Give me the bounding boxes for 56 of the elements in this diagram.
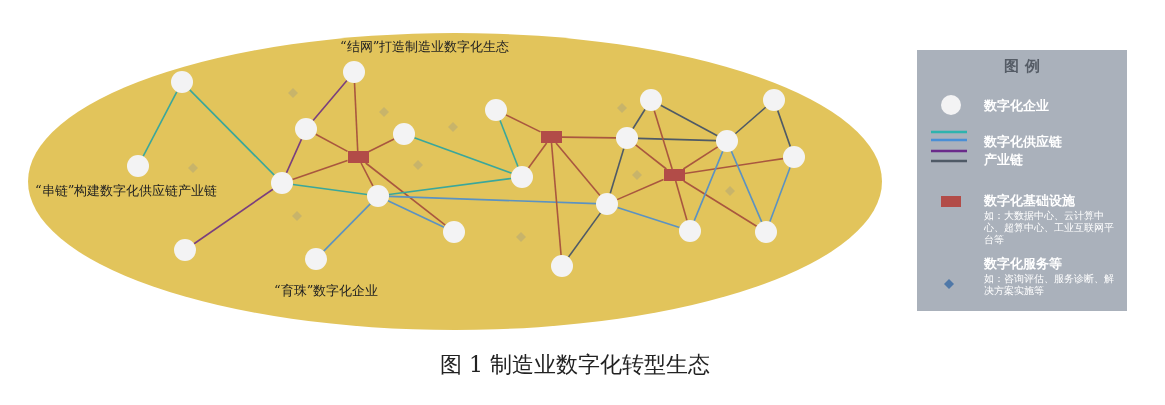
connector-line [776, 109, 792, 148]
connector-line [555, 142, 601, 197]
connector-line [616, 206, 681, 229]
connector-line [734, 106, 767, 135]
connector-line [188, 89, 276, 176]
connector-line [616, 178, 665, 201]
legend-text: 数字化供应链 [984, 133, 1062, 151]
infrastructure-block [540, 131, 562, 143]
connector-line [609, 147, 625, 195]
region-label: “结网”打造制造业数字化生态 [340, 38, 510, 56]
connector-line [314, 133, 349, 153]
infrastructure-block [663, 169, 685, 181]
connector-line [693, 150, 724, 222]
connector-line [682, 180, 758, 227]
connector-line [285, 138, 303, 174]
connector-line [413, 136, 513, 175]
connector-line [769, 166, 791, 223]
legend-text: 产业链 [984, 151, 1023, 169]
legend-text: 数字化企业 [984, 97, 1049, 115]
connector-line [674, 180, 688, 222]
connector-line [387, 199, 445, 229]
connector-line [682, 146, 719, 170]
connector-line [322, 203, 372, 252]
connector-line [360, 162, 374, 187]
connector-line [388, 195, 597, 205]
connector-line [567, 212, 602, 258]
connector-line [634, 144, 668, 170]
connector-line [292, 183, 368, 196]
legend-text: 数字化基础设施 [984, 192, 1075, 210]
connector-line [353, 82, 359, 152]
figure-caption: 图 1 制造业数字化转型生态 [440, 351, 710, 379]
connector-line [364, 162, 447, 227]
connector-line [730, 150, 763, 223]
connector-line [142, 90, 178, 158]
region-label: “串链”构建数字化供应链产业链 [35, 182, 218, 200]
connector-line [683, 157, 784, 175]
connector-line [367, 138, 395, 153]
region-label: “育珠”数字化企业 [274, 282, 379, 300]
connector-line [659, 104, 719, 137]
legend-note: 如：大数据中心、云计算中心、超算中心、工业互联网平台等 [984, 210, 1114, 246]
connector-line [291, 159, 349, 181]
connector-line [312, 79, 348, 122]
connector-line [505, 114, 542, 133]
legend-text: 数字化服务等 [984, 255, 1062, 273]
connector-line [550, 142, 562, 256]
connector-line [632, 108, 646, 130]
connector-line [637, 137, 717, 142]
connector-line [193, 188, 274, 245]
connector-line [388, 177, 512, 196]
connector-line [560, 136, 617, 139]
legend-note: 如：咨询评估、服务诊断、解决方案实施等 [984, 273, 1114, 297]
infrastructure-block [347, 151, 369, 163]
connector-line [653, 109, 673, 170]
connector-line [527, 142, 548, 169]
legend-title: 图 例 [1003, 57, 1041, 76]
connector-line [499, 119, 519, 168]
